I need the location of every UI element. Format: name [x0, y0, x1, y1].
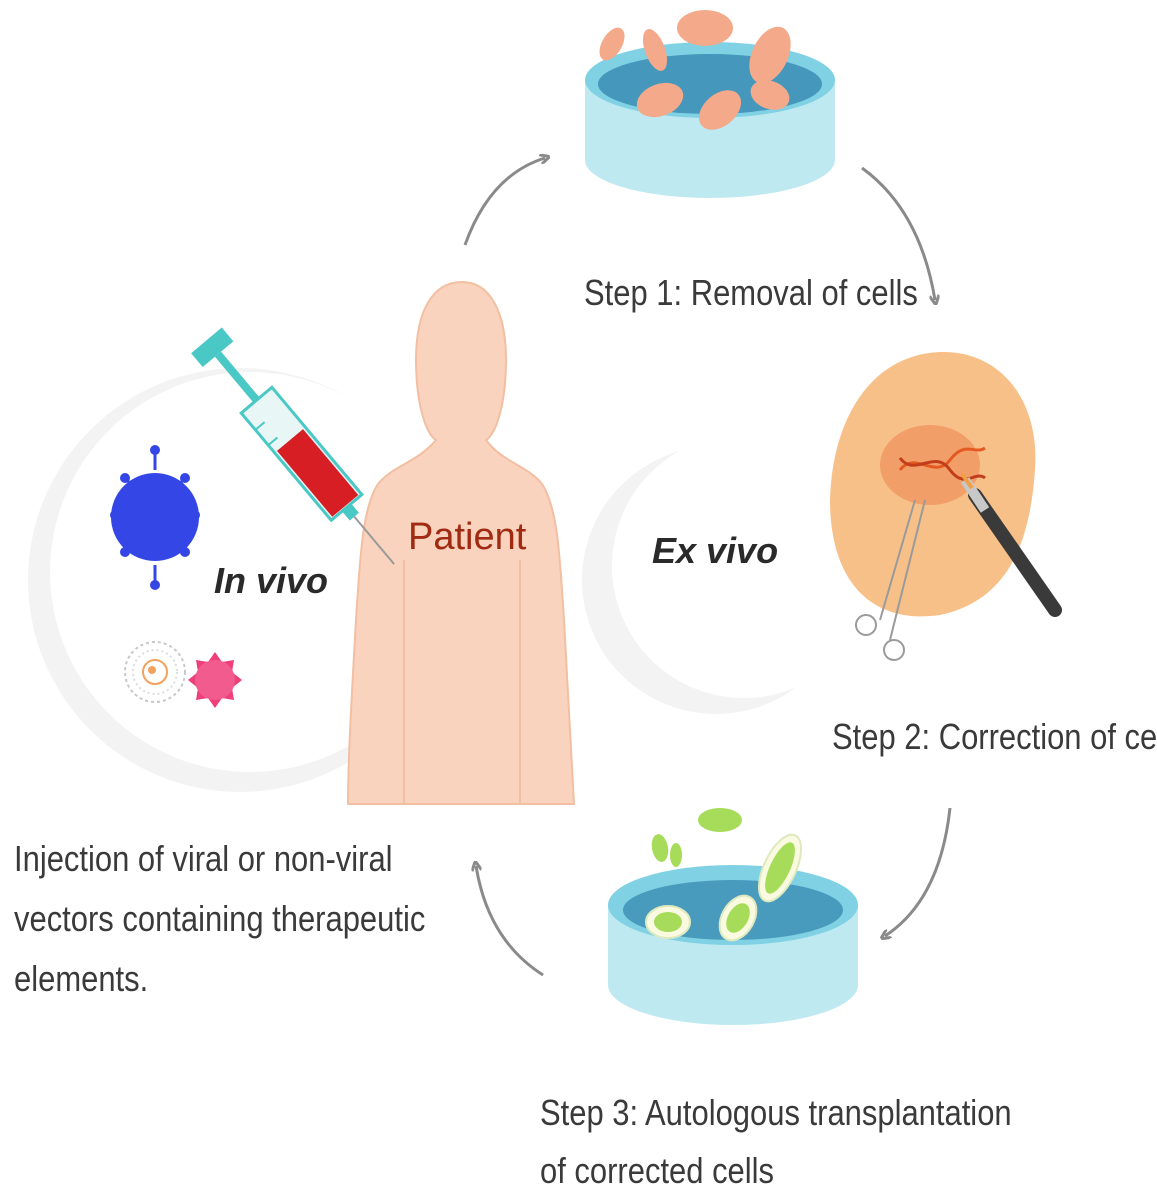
step3-label-line1: Step 3: Autologous transplantation: [540, 1092, 1012, 1134]
step1-label: Step 1: Removal of cells: [584, 272, 918, 314]
step3-label-line2: of corrected cells: [540, 1150, 774, 1192]
injection-label-line2: vectors containing therapeutic: [14, 898, 425, 940]
virus-pink-icon: [188, 652, 242, 708]
petri-dish-step3: [608, 808, 858, 1025]
in-vivo-label: In vivo: [214, 560, 328, 602]
patient-label: Patient: [408, 516, 526, 559]
petri-dish-step1: [585, 10, 835, 198]
arrow-patient-to-step1: [465, 158, 545, 245]
arrow-step2-to-step3: [885, 808, 950, 936]
injection-label-line3: elements.: [14, 958, 148, 1000]
arrow-step3-to-patient: [476, 866, 543, 975]
ex-vivo-label: Ex vivo: [652, 530, 778, 572]
step2-label: Step 2: Correction of cells: [832, 716, 1157, 758]
injection-label-line1: Injection of viral or non-viral: [14, 838, 393, 880]
